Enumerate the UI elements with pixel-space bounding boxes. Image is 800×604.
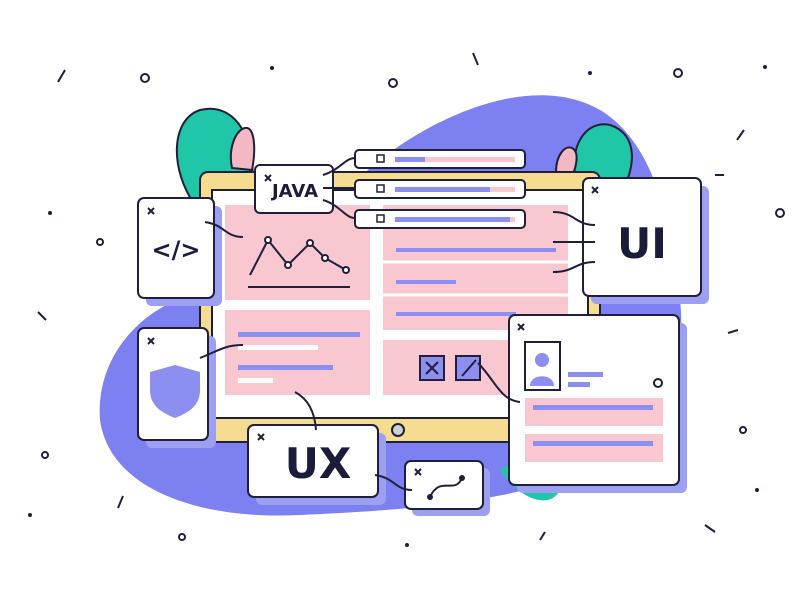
profile-block: [525, 434, 663, 462]
curve-point: [427, 494, 433, 500]
user-avatar-icon: [535, 353, 549, 367]
close-icon: [591, 186, 599, 194]
profile-connector: [477, 362, 521, 403]
close-icon: [414, 468, 422, 476]
profile-line: [533, 441, 653, 446]
close-icon: [147, 207, 155, 215]
profile-line: [568, 372, 603, 377]
profile-line: [533, 405, 653, 410]
text-line: [238, 378, 273, 383]
text-line: [238, 365, 333, 370]
code-connector: [204, 221, 244, 238]
profile-dot: [653, 378, 663, 388]
line-chart-icon: [249, 238, 347, 276]
curve-point: [459, 475, 465, 481]
text-line: [238, 345, 318, 350]
confetti: [37, 52, 785, 541]
avatar-body: [530, 376, 554, 386]
ui-card: [582, 177, 702, 297]
screen-panel-chart: [225, 205, 370, 300]
monitor-button: [391, 423, 405, 437]
ui-connectors: [552, 211, 596, 273]
close-icon: [264, 174, 272, 182]
close-icon: [517, 323, 525, 331]
code-card: [137, 197, 215, 299]
list-rows: [383, 248, 568, 316]
java-connectors: [322, 157, 356, 219]
close-icon: [147, 337, 155, 345]
confetti-dots: [28, 65, 767, 547]
ux-label: UX: [285, 439, 352, 488]
java-progress-bars: [354, 149, 526, 229]
close-icon: [425, 361, 439, 375]
chart-points: [264, 236, 350, 274]
profile-block: [525, 398, 663, 426]
hand-right: [554, 146, 578, 178]
hand-left: [229, 127, 256, 172]
java-label: JAVA: [270, 181, 318, 202]
ux-card: [247, 424, 379, 498]
bezier-curve-icon: [429, 477, 463, 498]
text-line: [238, 332, 360, 337]
close-icon: [257, 433, 265, 441]
pen-icon: [461, 359, 477, 377]
profile-line: [568, 382, 590, 387]
ux-connector: [294, 391, 317, 431]
ui-label: UI: [617, 219, 667, 268]
curve-connector: [374, 474, 413, 491]
shield-icon: [150, 365, 200, 418]
shield-connector: [199, 344, 244, 359]
code-brackets-icon: </>: [152, 236, 201, 264]
screen-panel-toolbar: [383, 340, 523, 395]
